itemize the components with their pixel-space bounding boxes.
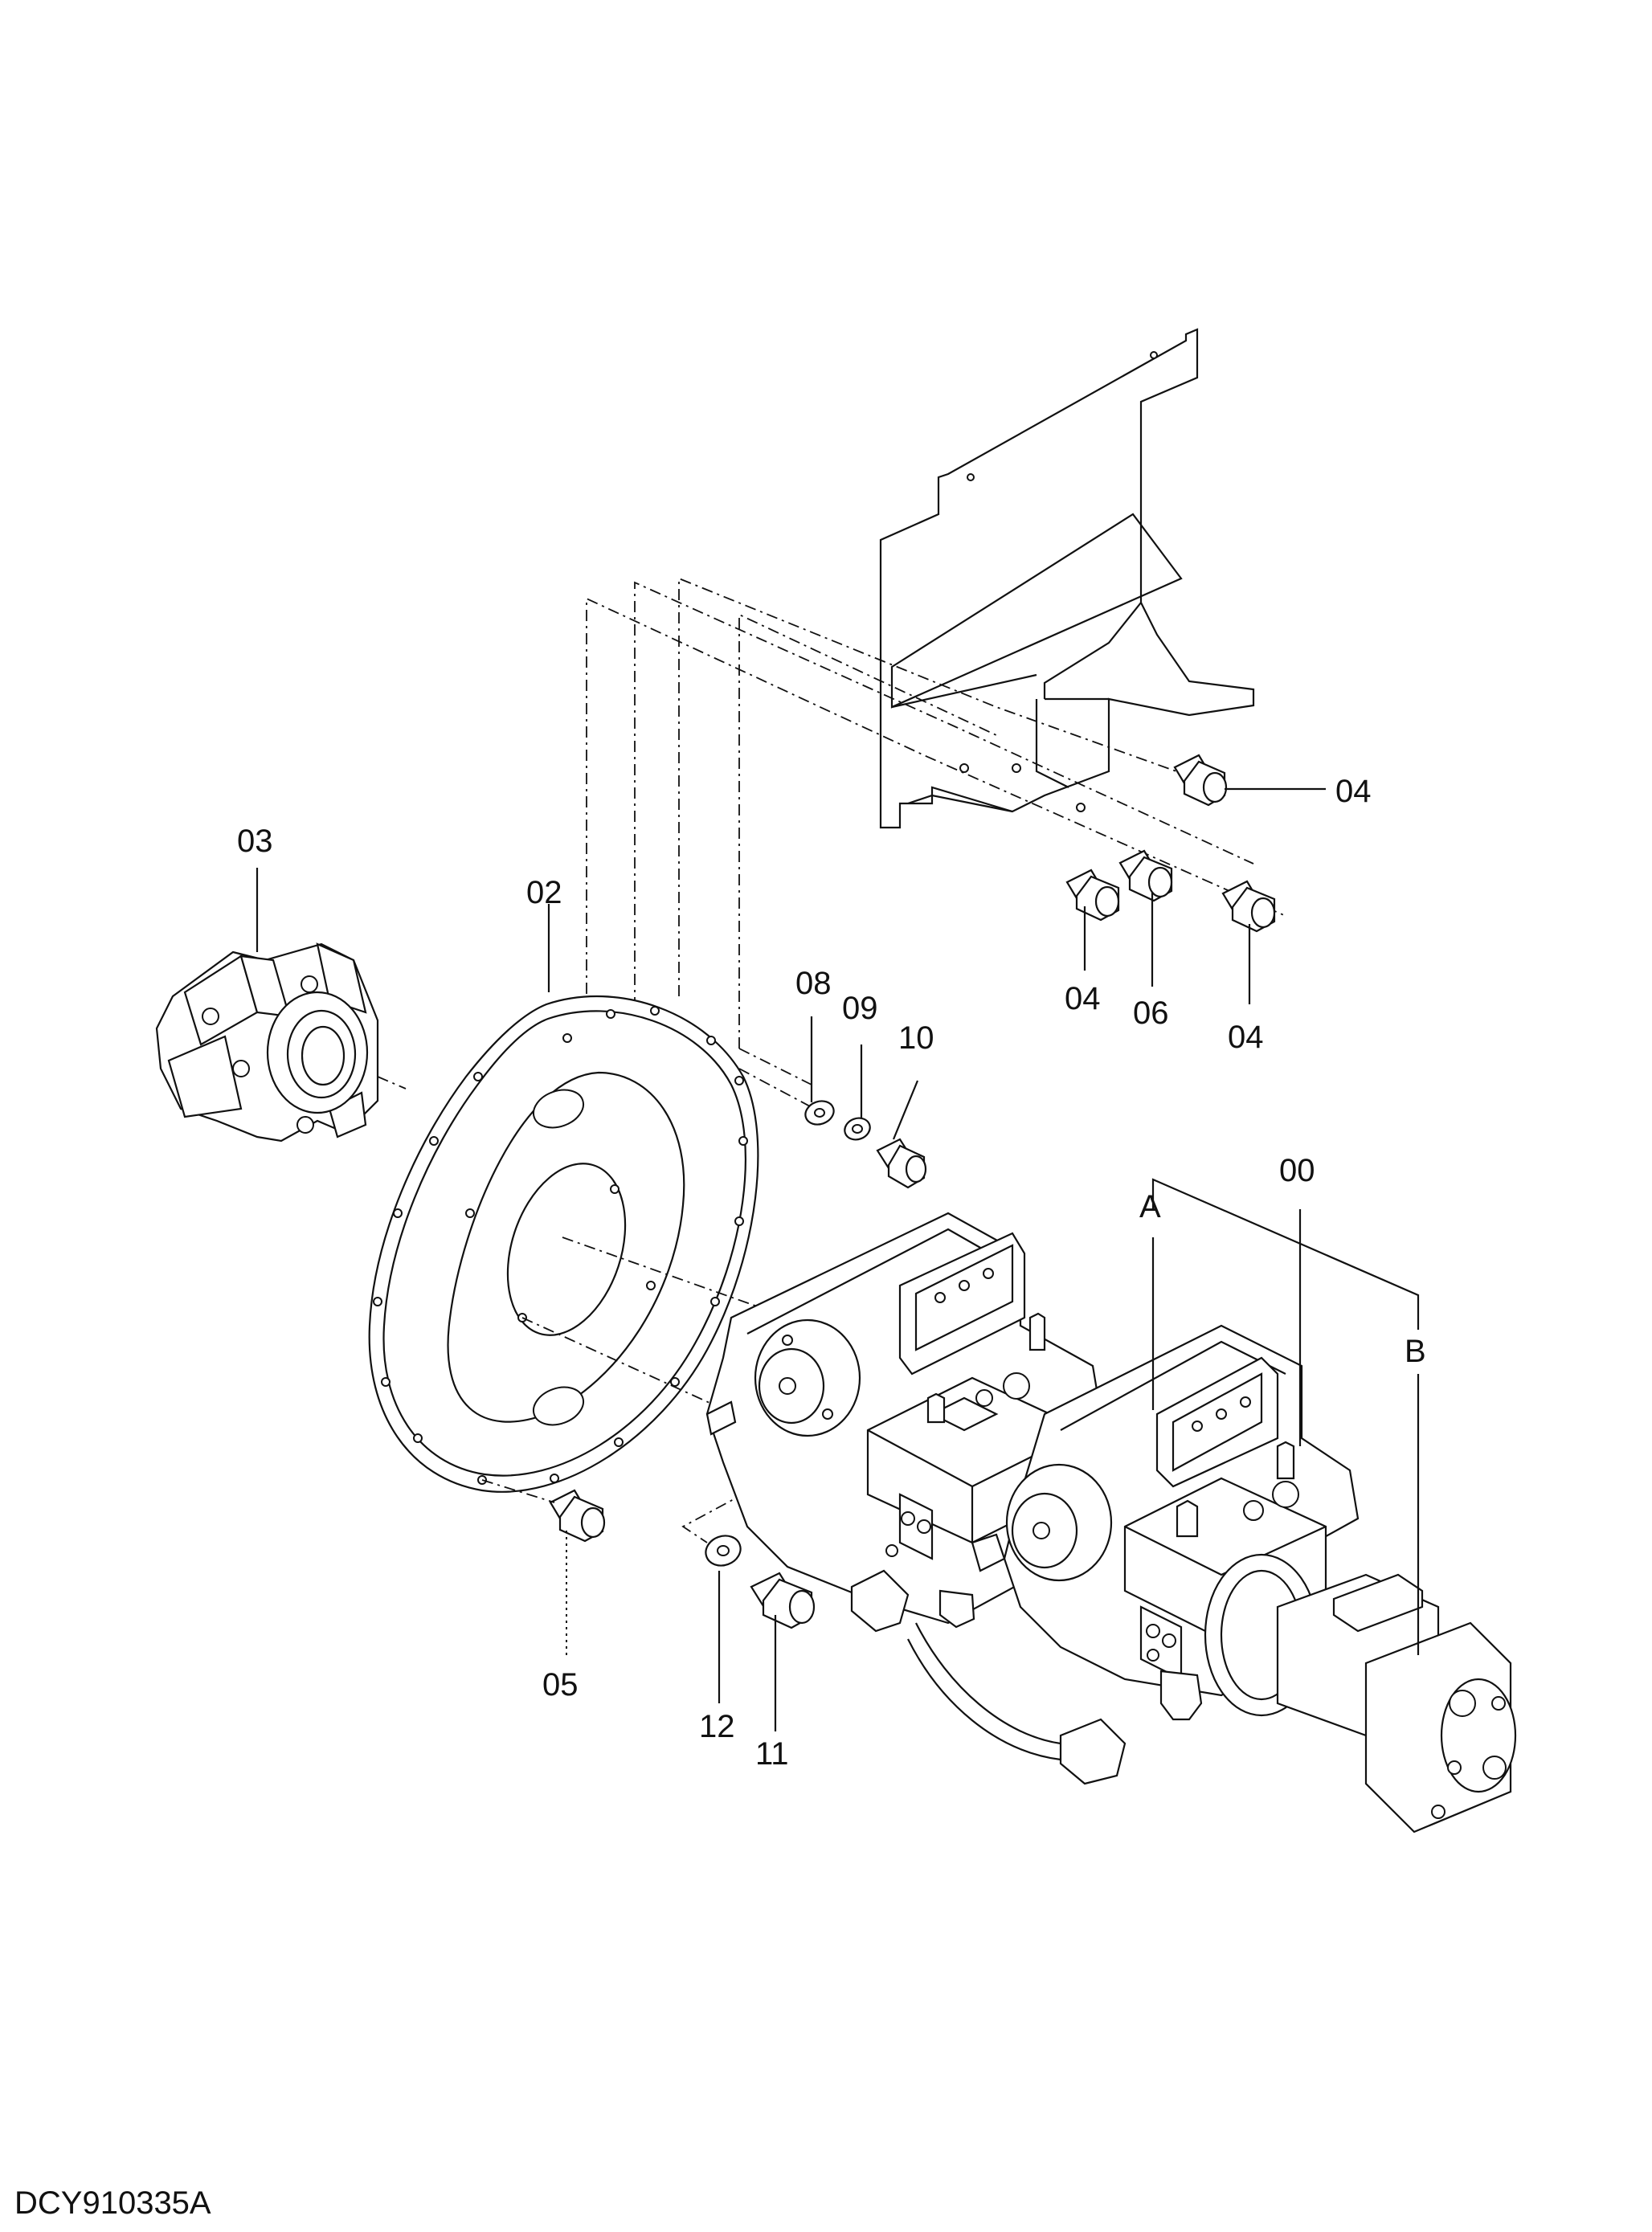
bolt-05 xyxy=(481,1479,606,1655)
label-12: 12 xyxy=(699,1709,735,1744)
cover-bracket xyxy=(879,328,1255,829)
coupling-03 xyxy=(155,868,407,1143)
label-03: 03 xyxy=(237,824,273,859)
label-09: 09 xyxy=(842,991,878,1026)
pump-assembly-00 xyxy=(705,1212,1517,1833)
washer-09 xyxy=(844,1044,871,1141)
label-02: 02 xyxy=(526,875,562,910)
label-10: 10 xyxy=(898,1020,934,1056)
label-00: 00 xyxy=(1279,1153,1315,1188)
label-group-a: A xyxy=(1139,1189,1161,1224)
label-group-b: B xyxy=(1405,1334,1426,1369)
bolt-04-right xyxy=(1221,880,1276,1004)
bolt-10 xyxy=(876,1080,927,1189)
label-04-left: 04 xyxy=(1065,981,1101,1016)
label-04-right: 04 xyxy=(1228,1020,1264,1055)
washer-08 xyxy=(804,1016,835,1126)
label-06: 06 xyxy=(1133,995,1169,1031)
bolt-06 xyxy=(1118,849,1173,987)
bolt-11 xyxy=(750,1572,816,1731)
bolt-04-upper-right xyxy=(1173,754,1326,807)
label-11: 11 xyxy=(755,1736,789,1772)
bolt-04-left xyxy=(1065,869,1120,971)
label-05: 05 xyxy=(542,1667,579,1703)
drawing-code: DCY910335A xyxy=(14,2185,211,2221)
label-08: 08 xyxy=(795,966,832,1001)
flywheel-plate-02 xyxy=(368,904,812,1493)
alignment-lines-upper xyxy=(586,577,1286,1085)
group-bracket-lines xyxy=(1151,1178,1420,1655)
label-04-upper: 04 xyxy=(1335,774,1372,809)
